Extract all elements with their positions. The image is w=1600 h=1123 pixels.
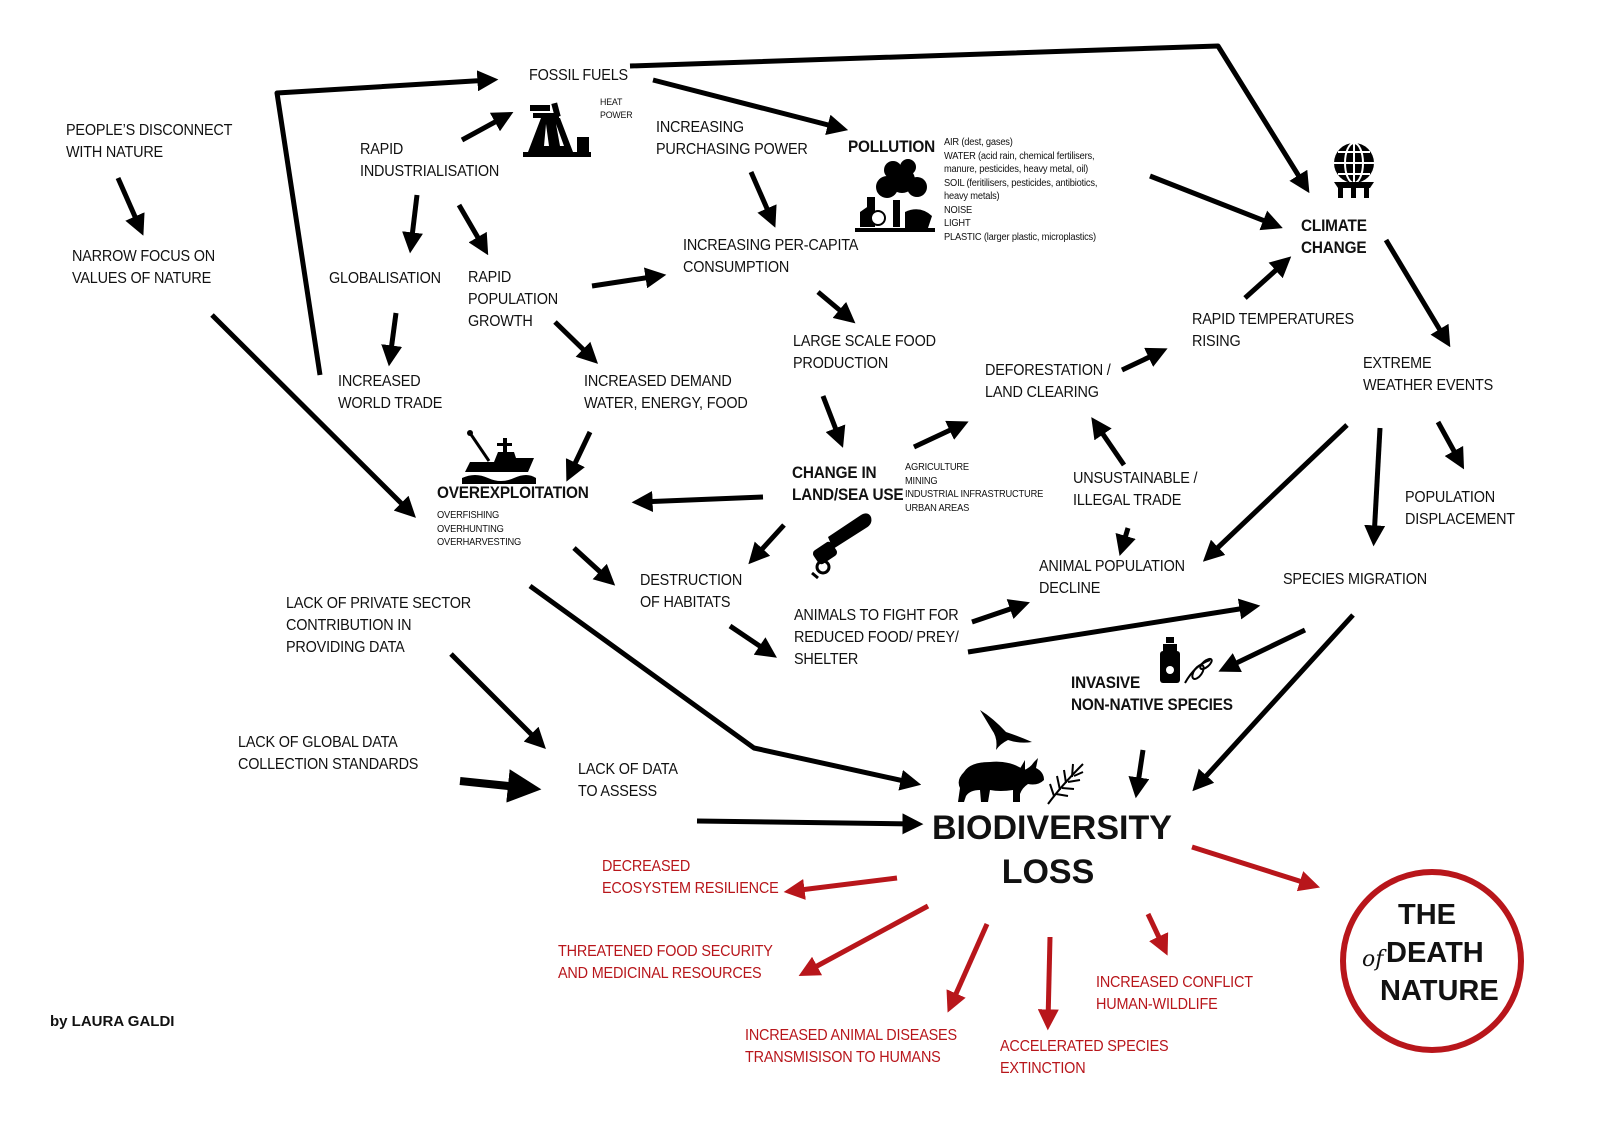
arrow-overexploitation-to-biodiversity bbox=[528, 583, 922, 791]
arrow-trade-to-deforestation bbox=[1091, 417, 1127, 467]
arrow-extreme-to-decline bbox=[1202, 423, 1349, 562]
arrow-biodiversity-to-conflict bbox=[1145, 912, 1169, 956]
globe-icon bbox=[1334, 142, 1374, 198]
arrow-trade-to-decline bbox=[1115, 527, 1136, 557]
arrow-climate-to-extreme bbox=[1383, 238, 1451, 348]
arrow-consumption-to-food bbox=[816, 290, 856, 324]
oil-pump-icon bbox=[523, 102, 591, 157]
node-climate-change: CLIMATE CHANGE bbox=[1301, 217, 1367, 257]
death-the: THE bbox=[1398, 899, 1456, 931]
node-extreme-weather: EXTREME WEATHER EVENTS bbox=[1363, 355, 1494, 394]
node-lack-private-sector: LACK OF PRIVATE SECTOR CONTRIBUTION IN P… bbox=[286, 595, 471, 656]
arrow-change-to-destruction bbox=[748, 523, 786, 565]
arrow-disconnect-to-narrow bbox=[115, 176, 145, 236]
arrow-temperature-to-climate bbox=[1243, 256, 1292, 300]
arrow-food-to-change bbox=[820, 395, 846, 448]
arrow-extreme-to-migration bbox=[1364, 427, 1386, 547]
node-destruction-habitats: DESTRUCTION OF HABITATS bbox=[640, 572, 743, 611]
arrow-fight-to-migration bbox=[967, 598, 1261, 655]
node-unsustainable-trade: UNSUSTAINABLE / ILLEGAL TRADE bbox=[1073, 470, 1198, 509]
node-invasive-species: INVASIVE NON-NATIVE SPECIES bbox=[1071, 674, 1233, 714]
node-rapid-industrialisation: RAPID INDUSTRIALISATION bbox=[360, 141, 500, 180]
node-increased-demand: INCREASED DEMAND WATER, ENERGY, FOOD bbox=[584, 373, 748, 412]
node-rapid-temperatures: RAPID TEMPERATURES RISING bbox=[1192, 311, 1354, 350]
bottle-plant-icon bbox=[1160, 637, 1213, 684]
author-credit: by LAURA GALDI bbox=[50, 1013, 175, 1030]
arrow-destruction-to-fight bbox=[728, 623, 777, 658]
death-of-nature-circle: THE DEATH of NATURE bbox=[1340, 869, 1524, 1053]
node-fossil-fuels: FOSSIL FUELS bbox=[529, 67, 628, 84]
node-increasing-consumption: INCREASING PER-CAPITA CONSUMPTION bbox=[683, 237, 859, 276]
node-rapid-population-growth: RAPID POPULATION GROWTH bbox=[468, 269, 558, 330]
consequence-decreased-resilience: DECREASED ECOSYSTEM RESILIENCE bbox=[602, 858, 779, 897]
arrow-narrow-to-overexploitation bbox=[210, 313, 416, 518]
node-population-displacement: POPULATION DISPLACEMENT bbox=[1405, 489, 1515, 528]
fishing-boat-icon bbox=[462, 430, 536, 484]
consequence-threatened-food: THREATENED FOOD SECURITY AND MEDICINAL R… bbox=[558, 943, 773, 982]
arrow-industrialisation-to-fossil bbox=[460, 111, 514, 143]
rhino-icon bbox=[958, 758, 1044, 802]
node-fossil-fuels-uses: HEAT POWER bbox=[600, 97, 633, 121]
node-animal-population-decline: ANIMAL POPULATION DECLINE bbox=[1039, 558, 1185, 597]
node-overexploitation-details: OVERFISHING OVERHUNTING OVERHARVESTING bbox=[437, 510, 522, 548]
arrow-biodiversity-to-resilience bbox=[783, 875, 898, 900]
arrow-biodiversity-to-diseases bbox=[946, 922, 990, 1013]
node-species-migration: SPECIES MIGRATION bbox=[1283, 571, 1427, 588]
arrow-private-to-data bbox=[449, 652, 546, 749]
consequence-animal-diseases: INCREASED ANIMAL DISEASES TRANSMISISON T… bbox=[745, 1027, 957, 1066]
arrow-fossil-to-pollution bbox=[652, 77, 849, 136]
factory-pollution-icon bbox=[855, 159, 935, 232]
arrow-change-to-overexploitation bbox=[631, 490, 764, 512]
node-change-land-sea: CHANGE IN LAND/SEA USE bbox=[792, 464, 904, 504]
consequence-species-extinction: ACCELERATED SPECIES EXTINCTION bbox=[1000, 1038, 1169, 1077]
arrow-industrialisation-to-globalisation bbox=[402, 194, 423, 254]
node-change-land-sea-details: AGRICULTURE MINING INDUSTRIAL INFRASTRUC… bbox=[905, 462, 1044, 514]
arrow-biodiversity-to-food bbox=[798, 903, 930, 976]
fern-leaf-icon bbox=[1047, 763, 1084, 805]
arrow-purchasing-to-consumption bbox=[748, 170, 777, 228]
death-nature: NATURE bbox=[1380, 975, 1499, 1007]
arrow-extreme-to-displacement bbox=[1435, 420, 1465, 470]
node-lack-global-standards: LACK OF GLOBAL DATA COLLECTION STANDARDS bbox=[238, 734, 419, 773]
arrow-population-to-consumption bbox=[591, 267, 667, 289]
arrow-biodiversity-to-extinction bbox=[1037, 936, 1059, 1031]
arrow-standards-to-data bbox=[459, 769, 542, 803]
node-large-scale-food: LARGE SCALE FOOD PRODUCTION bbox=[793, 333, 936, 372]
node-deforestation: DEFORESTATION / LAND CLEARING bbox=[985, 362, 1111, 401]
node-peoples-disconnect: PEOPLE’S DISCONNECT WITH NATURE bbox=[66, 122, 233, 161]
consequence-conflict: INCREASED CONFLICT HUMAN-WILDLIFE bbox=[1096, 974, 1253, 1013]
death-of: of bbox=[1362, 947, 1384, 972]
arrow-invasive-to-biodiversity bbox=[1128, 749, 1150, 799]
arrow-demand-to-overexploitation bbox=[565, 430, 593, 482]
arrow-data-to-biodiversity bbox=[696, 813, 924, 835]
node-globalisation: GLOBALISATION bbox=[329, 270, 441, 287]
arrow-migration-to-biodiversity bbox=[1192, 613, 1355, 792]
node-narrow-focus: NARROW FOCUS ON VALUES OF NATURE bbox=[72, 248, 215, 287]
arrow-globalisation-to-trade bbox=[381, 312, 403, 367]
arrow-deforestation-to-temperature bbox=[1120, 347, 1168, 373]
arrow-fossil-to-climate bbox=[629, 43, 1310, 194]
arrow-biodiversity-to-death bbox=[1191, 844, 1321, 892]
node-lack-of-data: LACK OF DATA TO ASSESS bbox=[578, 761, 678, 800]
arrow-trade-to-fossil bbox=[274, 70, 499, 376]
node-pollution-details: AIR (dest, gases) WATER (acid rain, chem… bbox=[944, 137, 1098, 243]
eagle-icon bbox=[980, 710, 1032, 750]
node-animals-fight: ANIMALS TO FIGHT FOR REDUCED FOOD/ PREY/… bbox=[794, 607, 959, 668]
arrow-overexploitation-to-destruction bbox=[572, 546, 616, 586]
arrow-industrialisation-to-population bbox=[456, 203, 489, 256]
node-increased-world-trade: INCREASED WORLD TRADE bbox=[338, 373, 443, 412]
arrow-migration-to-invasive bbox=[1218, 627, 1307, 673]
node-biodiversity-loss: BIODIVERSITY LOSS bbox=[932, 809, 1172, 891]
arrow-pollution-to-climate bbox=[1149, 173, 1283, 231]
node-pollution: POLLUTION bbox=[848, 138, 935, 156]
arrow-fight-to-decline bbox=[971, 599, 1030, 625]
death-death: DEATH bbox=[1386, 937, 1484, 969]
chainsaw-icon bbox=[811, 513, 872, 580]
node-overexploitation: OVEREXPLOITATION bbox=[437, 484, 589, 502]
arrow-population-to-demand bbox=[553, 320, 599, 364]
arrow-change-to-deforestation bbox=[912, 420, 969, 450]
node-increasing-purchasing-power: INCREASING PURCHASING POWER bbox=[656, 119, 808, 158]
